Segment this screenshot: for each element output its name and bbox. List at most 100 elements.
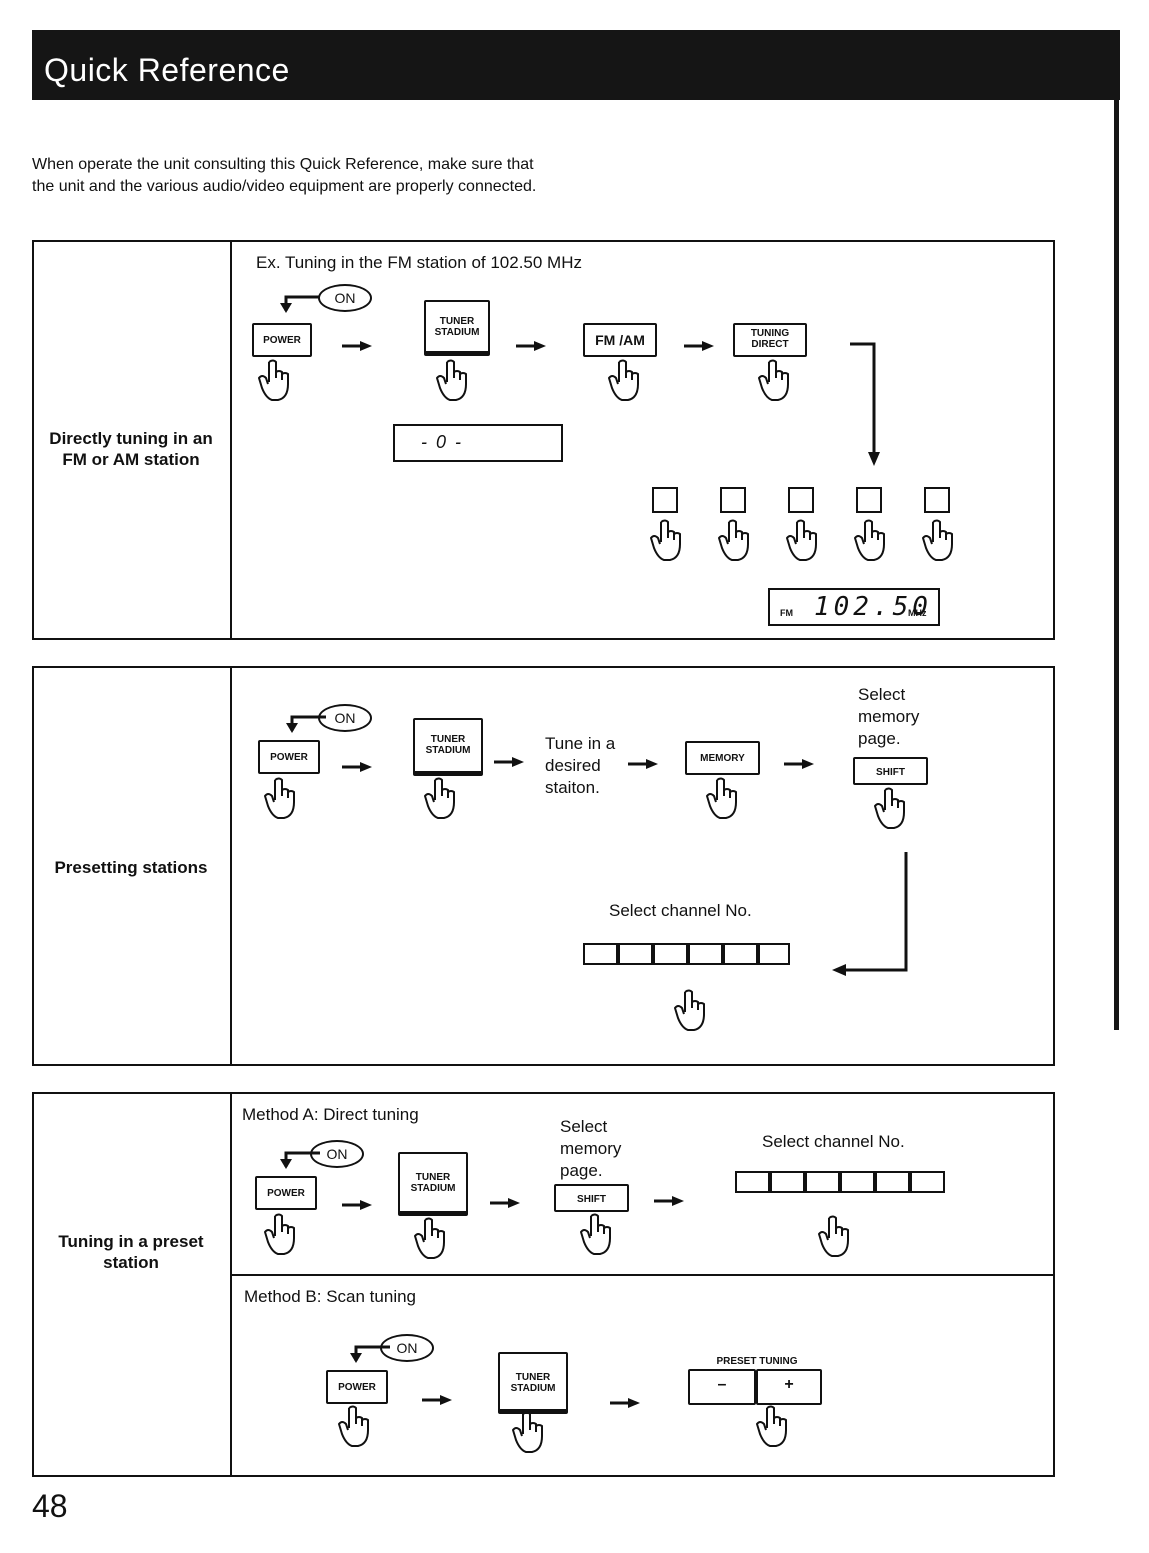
on-link-arrow (278, 1151, 322, 1171)
arrow-right-icon (626, 757, 660, 771)
preset-plus-button[interactable]: + (756, 1369, 822, 1405)
intro-text: When operate the unit consulting this Qu… (32, 156, 537, 195)
hand-icon (674, 989, 705, 1031)
select-channel-text: Select channel No. (762, 1132, 905, 1151)
on-label: ON (318, 284, 372, 312)
arrow-right-icon (682, 339, 716, 353)
shift-button[interactable]: SHIFT (554, 1184, 629, 1212)
channel-key[interactable] (583, 943, 618, 965)
shift-button[interactable]: SHIFT (853, 757, 928, 785)
channel-key[interactable] (688, 943, 723, 965)
method-divider (230, 1274, 1055, 1276)
stadium-label: STADIUM (410, 1183, 456, 1194)
hand-icon (818, 1215, 849, 1257)
tuner-label: TUNER (515, 1372, 551, 1383)
power-button[interactable]: POWER (255, 1176, 317, 1210)
hand-icon (650, 519, 681, 561)
hand-icon (718, 519, 749, 561)
select-memory-page-text: Select memory page. (560, 1117, 622, 1180)
preset-minus-button[interactable]: – (688, 1369, 756, 1405)
channel-key[interactable] (758, 943, 790, 965)
hand-icon (264, 777, 295, 819)
channel-key[interactable] (840, 1171, 875, 1193)
hand-icon (264, 1213, 295, 1255)
arrow-right-icon (420, 1393, 454, 1407)
hand-icon (756, 1405, 787, 1447)
tune-in-text: Tune in a desired staiton. (545, 734, 616, 797)
arrow-right-icon (340, 760, 374, 774)
arrow-right-icon (340, 339, 374, 353)
preset-tuning-label: PRESET TUNING (716, 1356, 798, 1367)
stadium-label: STADIUM (434, 327, 480, 338)
memory-button[interactable]: MEMORY (685, 741, 760, 775)
tuner-stadium-button[interactable]: TUNER STADIUM (498, 1352, 568, 1414)
power-button[interactable]: POWER (326, 1370, 388, 1404)
arrow-right-icon (608, 1396, 642, 1410)
channel-key[interactable] (735, 1171, 770, 1193)
hand-icon (436, 359, 467, 401)
hand-icon (854, 519, 885, 561)
arrow-left-icon (832, 852, 908, 976)
hand-icon (922, 519, 953, 561)
hand-icon (424, 777, 455, 819)
arrow-right-icon (652, 1194, 686, 1208)
section-label: Tuning in a preset station (58, 1232, 204, 1272)
on-link-arrow (278, 295, 322, 315)
section-presetting (32, 666, 1055, 1066)
arrow-right-icon (782, 757, 816, 771)
fm-am-button[interactable]: FM /AM (583, 323, 657, 357)
hand-icon (580, 1213, 611, 1255)
blank-display: - 0 - (393, 424, 563, 462)
power-button[interactable]: POWER (252, 323, 312, 357)
digit-key[interactable] (720, 487, 746, 513)
channel-key[interactable] (618, 943, 653, 965)
stadium-label: STADIUM (510, 1383, 556, 1394)
tuner-stadium-button[interactable]: TUNER STADIUM (413, 718, 483, 776)
on-link-arrow (284, 715, 328, 735)
channel-key[interactable] (770, 1171, 805, 1193)
method-b-text: Method B: Scan tuning (244, 1287, 417, 1306)
section-label: Directly tuning in an FM or AM station (49, 429, 213, 469)
arrow-right-icon (514, 339, 548, 353)
channel-key[interactable] (723, 943, 758, 965)
example-text: Ex. Tuning in the FM station of 102.50 M… (256, 253, 582, 272)
method-a-text: Method A: Direct tuning (242, 1105, 419, 1124)
digit-key[interactable] (652, 487, 678, 513)
display-frequency: 102.50 (814, 592, 932, 622)
channel-key[interactable] (875, 1171, 910, 1193)
edge-line (1114, 30, 1119, 1030)
hand-icon (414, 1217, 445, 1259)
display-blank-text: - 0 - (421, 432, 464, 452)
select-channel-text: Select channel No. (609, 901, 752, 920)
arrow-right-icon (340, 1198, 374, 1212)
on-link-arrow (348, 1345, 392, 1365)
hand-icon (608, 359, 639, 401)
select-memory-page-text: Select memory page. (858, 685, 920, 748)
stadium-label: STADIUM (425, 745, 471, 756)
display-unit: MHz (908, 608, 927, 618)
page-number: 48 (32, 1488, 68, 1524)
digit-key[interactable] (856, 487, 882, 513)
hand-icon (706, 777, 737, 819)
hand-icon (786, 519, 817, 561)
channel-key[interactable] (805, 1171, 840, 1193)
display-band: FM (780, 608, 793, 618)
tuner-label: TUNER (430, 734, 466, 745)
tuner-stadium-button[interactable]: TUNER STADIUM (424, 300, 490, 356)
power-button[interactable]: POWER (258, 740, 320, 774)
digit-key[interactable] (924, 487, 950, 513)
direct-label: DIRECT (751, 339, 789, 350)
digit-key[interactable] (788, 487, 814, 513)
tuner-stadium-button[interactable]: TUNER STADIUM (398, 1152, 468, 1216)
tuner-label: TUNER (415, 1172, 451, 1183)
section-preset-tuning (32, 1092, 1055, 1477)
channel-key[interactable] (653, 943, 688, 965)
title-bar (32, 30, 1120, 100)
on-label: ON (318, 704, 372, 732)
hand-icon (258, 359, 289, 401)
hand-icon (338, 1405, 369, 1447)
channel-key[interactable] (910, 1171, 945, 1193)
section-divider (230, 1092, 232, 1477)
tuning-direct-button[interactable]: TUNING DIRECT (733, 323, 807, 357)
